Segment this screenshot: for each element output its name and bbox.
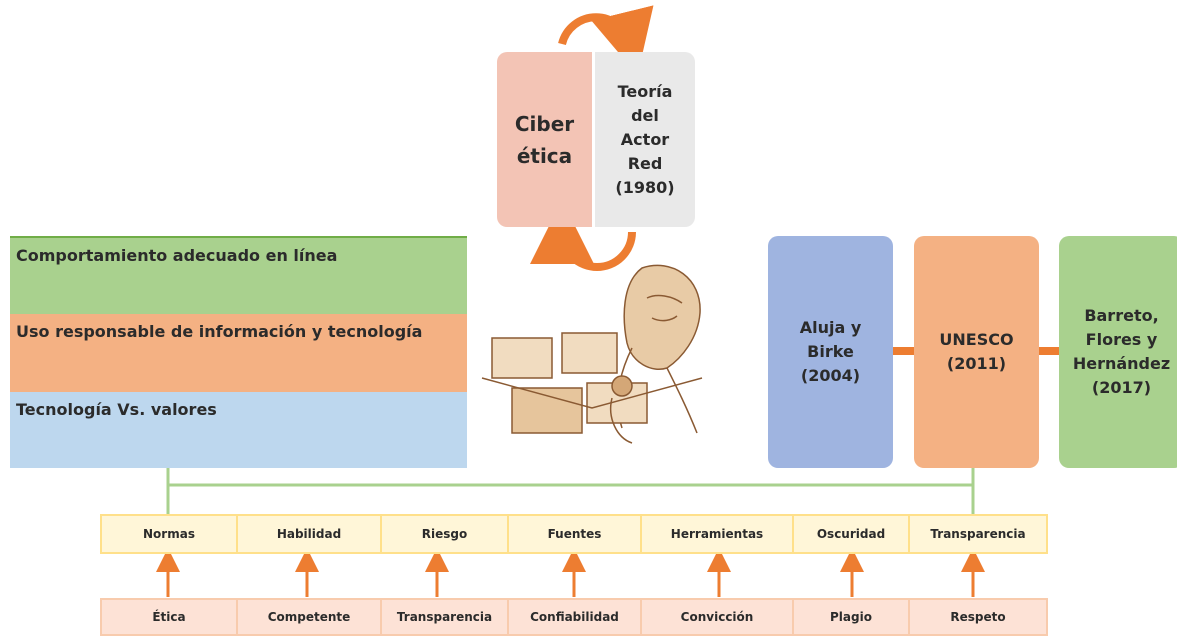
illustration-image	[481, 264, 703, 444]
author-connector-2	[1039, 347, 1059, 355]
concept-bottom-cell: Ética	[102, 600, 238, 634]
concept-top-cell: Fuentes	[509, 516, 642, 552]
author-box-barreto: Barreto, Flores y Hernández (2017)	[1059, 236, 1177, 468]
top-cycle-arrow	[558, 5, 654, 76]
teoria-actor-red-box: Teoría del Actor Red (1980)	[595, 52, 695, 227]
ciber-etica-label: Ciber ética	[514, 111, 575, 168]
concept-top-cell: Transparencia	[930, 527, 1026, 541]
bottom-cycle-arrow	[530, 200, 636, 271]
concept-bottom-cell: Plagio	[794, 600, 910, 634]
concept-bottom-cell: Transparencia	[382, 600, 509, 634]
concept-top-cell: Oscuridad	[794, 516, 910, 552]
bar-comportamiento: Comportamiento adecuado en línea	[10, 236, 467, 314]
green-bracket	[166, 468, 975, 514]
concept-bottom-cell: Respeto	[950, 610, 1006, 624]
author-connector-1	[893, 347, 914, 355]
ciber-etica-box: Ciber ética	[497, 52, 592, 227]
bar-uso-responsable: Uso responsable de información y tecnolo…	[10, 314, 467, 392]
concept-bottom-cell: Competente	[238, 600, 382, 634]
concept-bottom-cell: Convicción	[642, 600, 794, 634]
concepts-top-row: Normas Habilidad Riesgo Fuentes Herramie…	[100, 514, 1048, 554]
author-box-unesco: UNESCO (2011)	[914, 236, 1039, 468]
author-box-aluja-birke: Aluja y Birke (2004)	[768, 236, 893, 468]
concepts-bottom-row: Ética Competente Transparencia Confiabil…	[100, 598, 1048, 636]
concept-bottom-cell: Confiabilidad	[509, 600, 642, 634]
concept-top-cell: Riesgo	[382, 516, 509, 552]
concept-top-cell: Herramientas	[642, 516, 794, 552]
concept-top-cell: Normas	[102, 516, 238, 552]
bar-tecnologia-valores: Tecnología Vs. valores	[10, 392, 467, 468]
concept-top-cell: Habilidad	[238, 516, 382, 552]
